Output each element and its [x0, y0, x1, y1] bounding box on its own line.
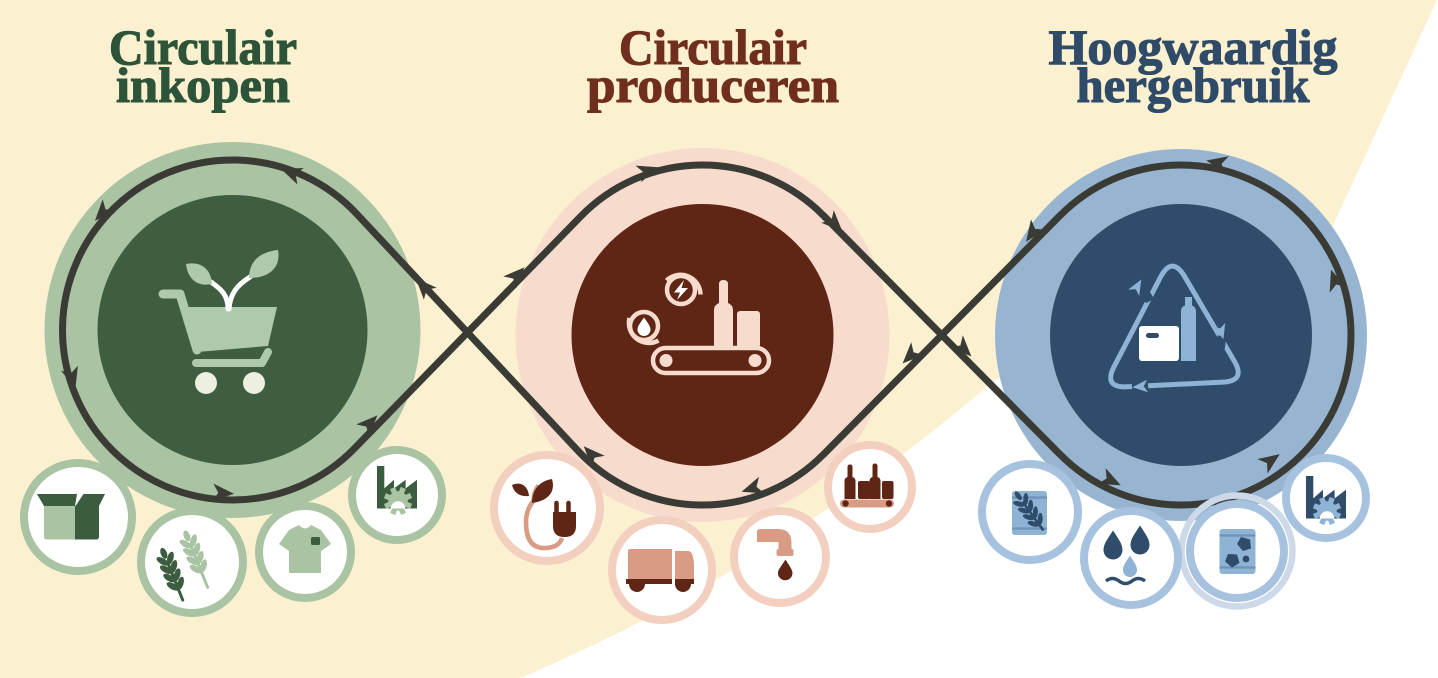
svg-text:Circulair: Circulair	[619, 20, 807, 75]
svg-text:Hoogwaardig: Hoogwaardig	[1049, 20, 1338, 75]
svg-text:produceren: produceren	[587, 58, 839, 113]
svg-text:hergebruik: hergebruik	[1077, 58, 1310, 113]
svg-text:Circulair: Circulair	[109, 20, 297, 75]
svg-text:inkopen: inkopen	[116, 58, 290, 113]
